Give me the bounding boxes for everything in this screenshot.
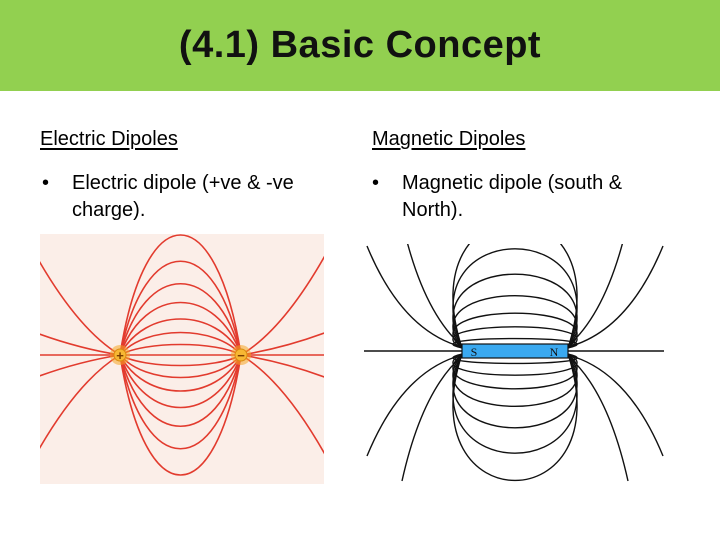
slide-title: (4.1) Basic Concept <box>178 24 542 66</box>
field-line <box>40 260 121 356</box>
field-line <box>119 260 242 356</box>
magnetic-dipoles-heading: Magnetic Dipoles <box>372 128 526 150</box>
field-line <box>240 332 324 356</box>
bullet-icon: • <box>42 172 50 194</box>
field-line <box>452 248 578 349</box>
field-line <box>407 244 463 347</box>
field-line <box>401 355 463 482</box>
magnetic-dipole-diagram: S N <box>364 244 664 484</box>
field-line <box>567 354 664 457</box>
field-line <box>366 245 463 348</box>
electric-dipole-diagram: + − <box>40 234 324 484</box>
field-line <box>119 354 242 427</box>
negative-charge: − <box>231 345 251 365</box>
electric-bullet: • Electric dipole (+ve & -ve charge). <box>42 170 342 224</box>
title-bar: (4.1) Basic Concept <box>0 0 720 91</box>
electric-field-lines: + − <box>40 234 324 476</box>
field-line <box>119 283 242 356</box>
south-pole-label: S <box>471 345 478 359</box>
field-line <box>40 333 121 356</box>
field-line <box>452 353 578 482</box>
field-line <box>240 354 324 455</box>
field-line <box>240 354 324 378</box>
field-line <box>452 353 578 429</box>
magnetic-field-lines: S N <box>364 244 664 482</box>
field-line <box>40 354 121 377</box>
negative-symbol: − <box>237 348 245 363</box>
field-line <box>452 273 578 349</box>
north-pole-label: N <box>550 345 559 359</box>
field-line <box>119 331 242 356</box>
field-line <box>366 354 463 457</box>
electric-bullet-text: Electric dipole (+ve & -ve charge). <box>72 172 294 221</box>
electric-dipoles-heading: Electric Dipoles <box>40 128 178 150</box>
magnetic-bullet-text: Magnetic dipole (south & North). <box>402 172 623 221</box>
field-line <box>119 354 242 476</box>
bullet-icon: • <box>372 172 380 194</box>
positive-charge: + <box>110 345 130 365</box>
field-line <box>567 245 664 348</box>
positive-symbol: + <box>116 348 124 363</box>
field-line <box>40 354 121 450</box>
field-line <box>119 354 242 409</box>
field-line <box>119 301 242 356</box>
field-line <box>119 343 242 356</box>
field-line <box>119 354 242 379</box>
field-line <box>119 354 242 450</box>
field-line <box>119 318 242 356</box>
field-line <box>567 244 623 347</box>
field-line <box>240 255 324 356</box>
magnetic-bullet: • Magnetic dipole (south & North). <box>372 170 672 224</box>
field-line <box>119 354 242 367</box>
field-line <box>452 353 578 454</box>
field-line <box>452 244 578 349</box>
field-line <box>567 355 629 482</box>
field-line <box>119 354 242 392</box>
bar-magnet: S N <box>461 343 569 359</box>
field-line <box>119 234 242 356</box>
